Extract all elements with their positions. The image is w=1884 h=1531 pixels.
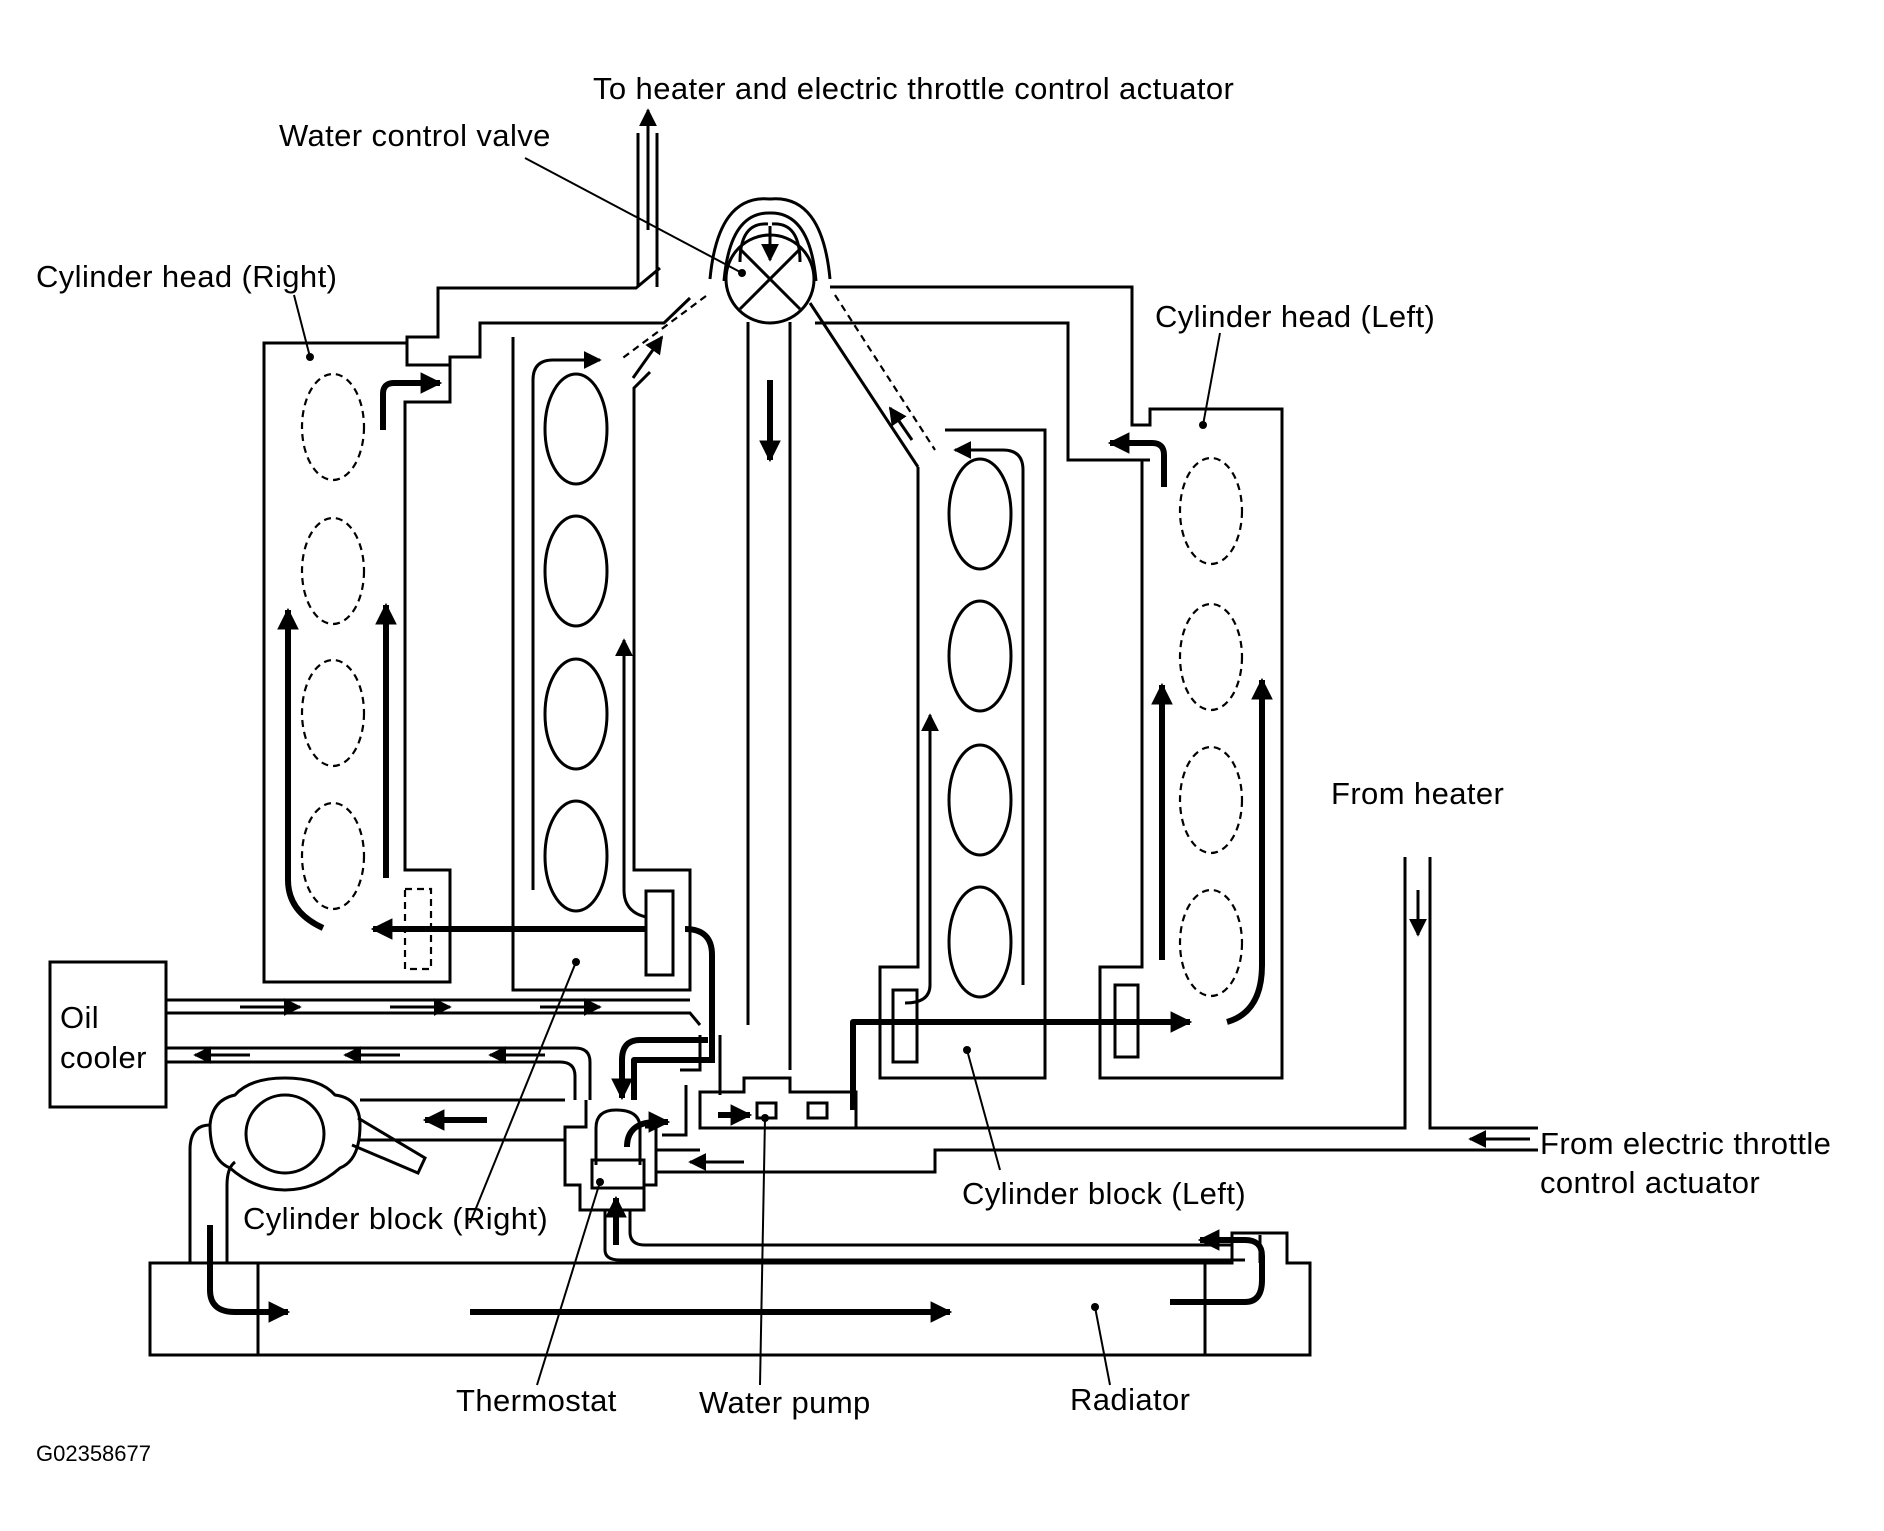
cylinder-block-right [370,335,715,1058]
label-oil-cooler-2: cooler [60,1040,147,1075]
label-cylinder-head-left: Cylinder head (Left) [1155,299,1435,334]
oil-cooler [48,960,702,1109]
water-pump [662,1035,858,1171]
label-from-throttle-1: From electric throttle [1540,1126,1831,1161]
block-left-bores [947,457,1013,999]
label-from-heater: From heater [1331,776,1504,811]
cylinder-block-left [850,428,1193,1110]
label-oil-cooler-1: Oil [60,1000,99,1035]
label-to-heater: To heater and electric throttle control … [593,71,1234,106]
label-from-throttle-2: control actuator [1540,1165,1760,1200]
radiator [148,1225,1312,1357]
lower-hoses [360,1098,1262,1263]
valve-hoses [405,108,1152,1070]
cylinder-head-left [1098,407,1284,1080]
label-cylinder-block-right: Cylinder block (Right) [243,1201,548,1236]
label-cylinder-head-right: Cylinder head (Right) [36,259,337,294]
thermostat [563,1037,715,1245]
label-radiator: Radiator [1070,1382,1190,1417]
head-right-chambers [300,372,366,911]
label-cylinder-block-left: Cylinder block (Left) [962,1176,1246,1211]
labels: To heater and electric throttle control … [36,71,1831,1466]
block-right-bores [543,372,609,913]
label-water-control-valve: Water control valve [279,118,551,153]
head-left-chambers [1178,456,1244,998]
water-control-valve [708,197,832,325]
label-thermostat: Thermostat [456,1383,617,1418]
label-water-pump: Water pump [699,1385,871,1420]
radiator-cap [188,1076,427,1263]
heater-return-lines [656,857,1538,1174]
cylinder-head-right [262,341,452,984]
figure-code: G02358677 [36,1441,151,1466]
leader-lines [293,157,1221,1386]
